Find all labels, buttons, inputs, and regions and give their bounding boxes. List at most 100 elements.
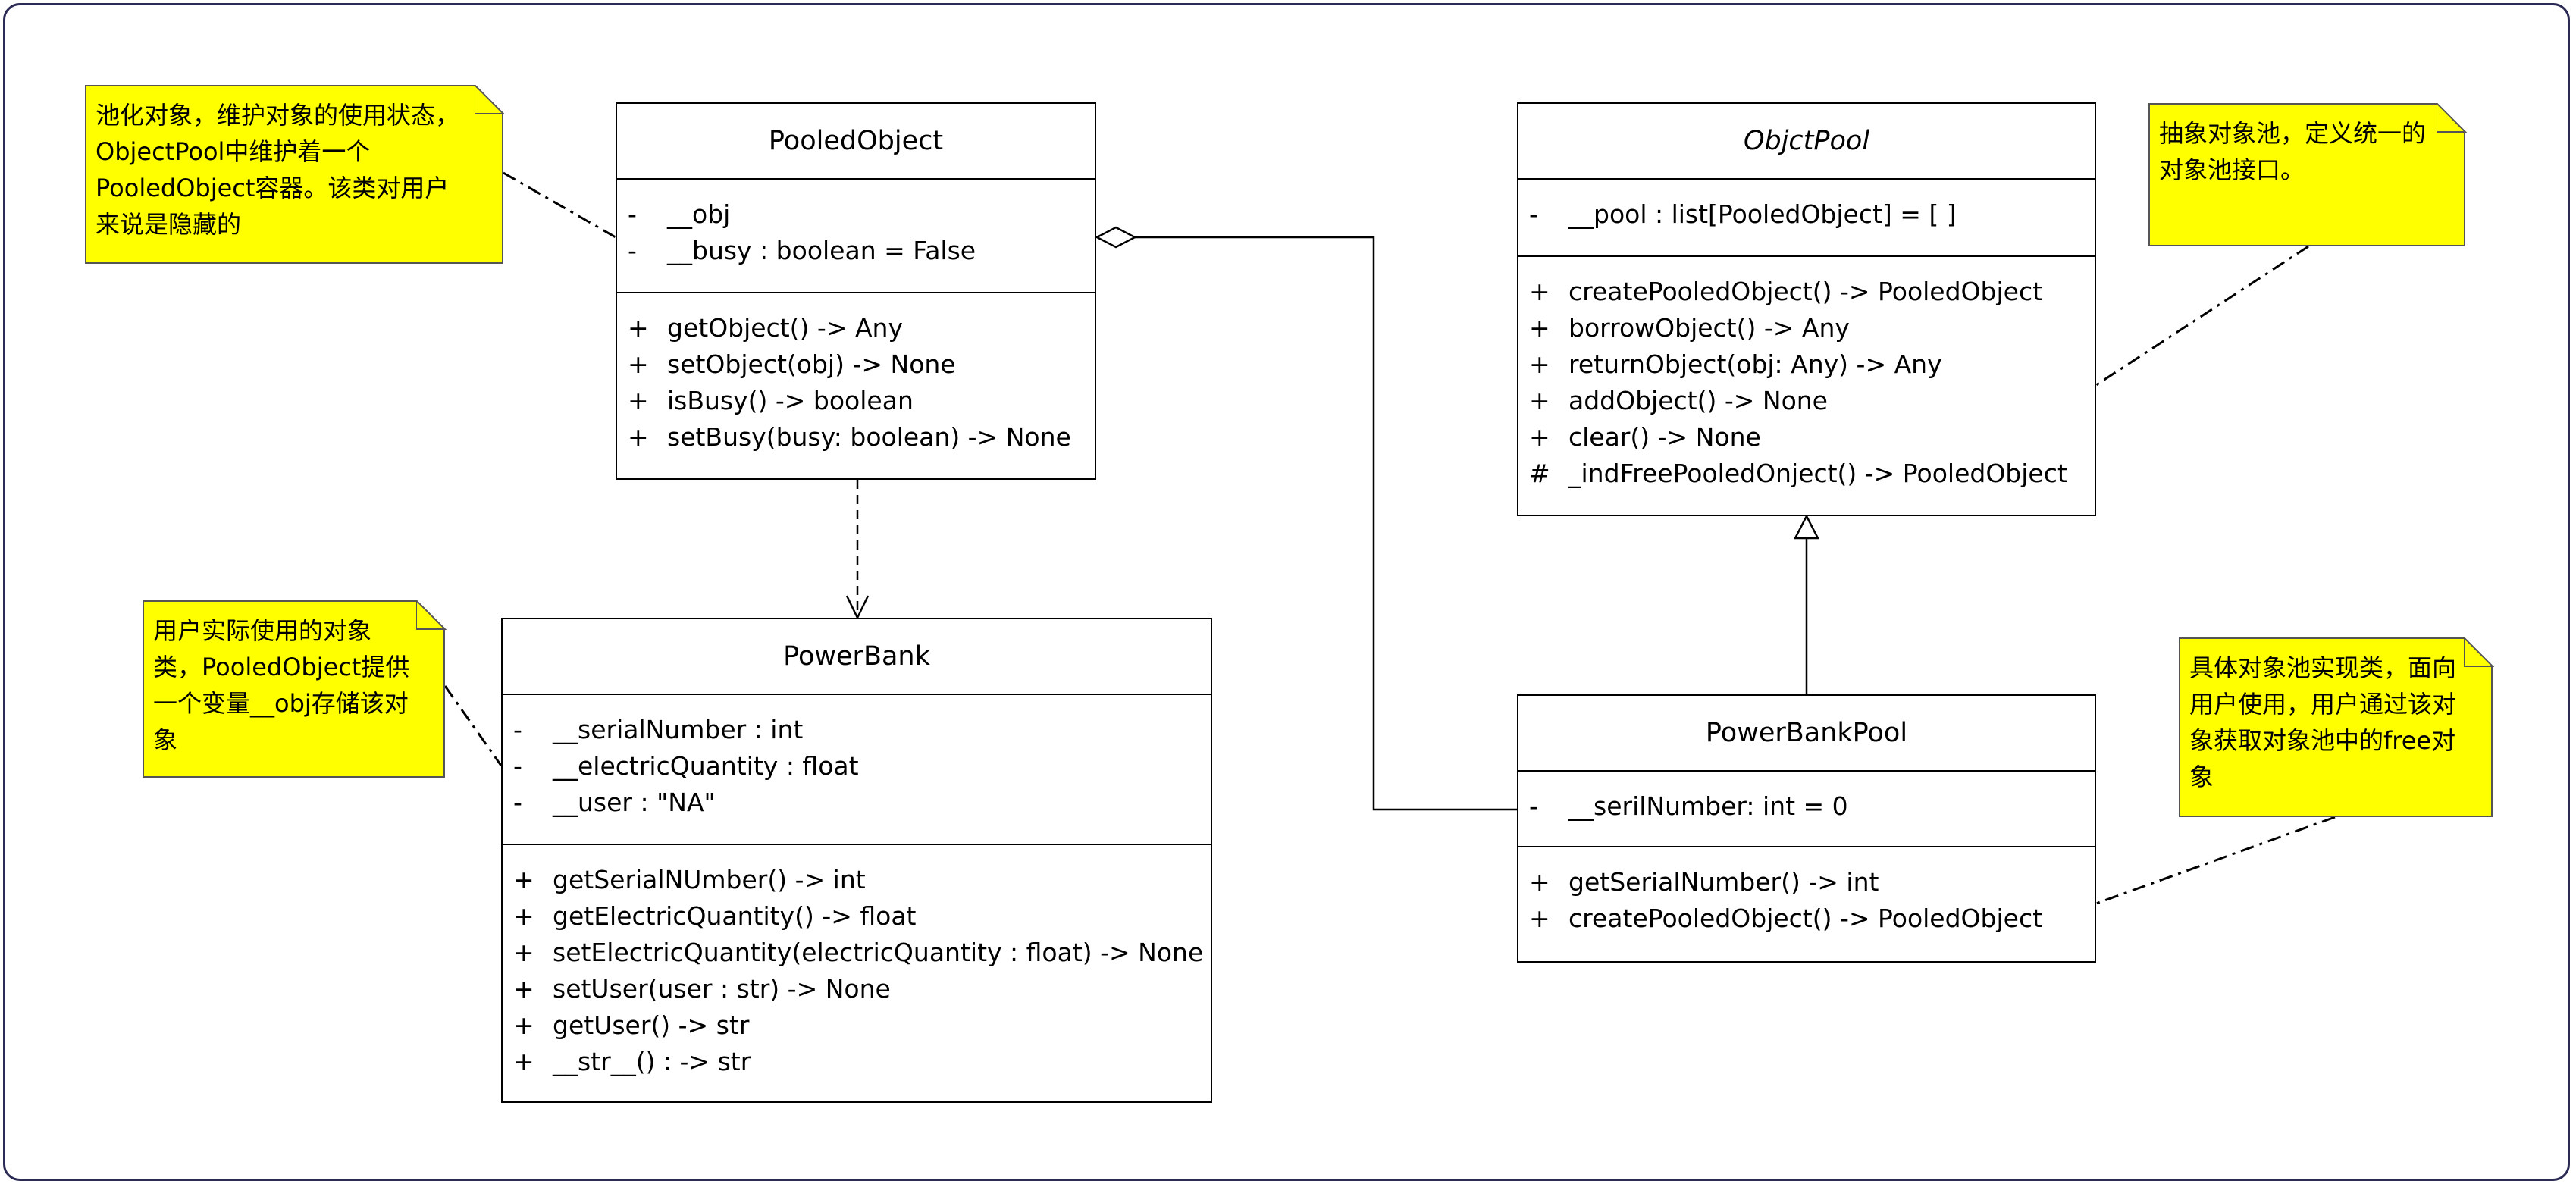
attributes-section: -__serialNumber : int-__electricQuantity… [503, 695, 1211, 845]
member-text: _indFreePooledOnject() -> PooledObject [1568, 459, 2067, 488]
note-line: 抽象对象池，定义统一的 [2159, 119, 2427, 148]
member-row: -__serilNumber: int = 0 [1518, 788, 2095, 825]
note-line: 用户使用，用户通过该对 [2189, 690, 2457, 719]
class-objct-pool[interactable]: ObjctPool -__pool : list[PooledObject] =… [1517, 102, 2096, 516]
member-text: createPooledObject() -> PooledObject [1568, 277, 2043, 306]
note-anchor-objct-pool [2095, 245, 2309, 387]
member-row: + setUser(user : str) -> None [503, 971, 1211, 1007]
visibility-marker: - [1529, 199, 1538, 229]
note-line: 象获取对象池中的free对 [2189, 726, 2456, 755]
member-row: - __serialNumber : int [503, 712, 1211, 748]
member-text: getSerialNumber() -> int [1568, 867, 1879, 897]
visibility-marker: - [513, 788, 522, 817]
member-text: addObject() -> None [1568, 386, 1828, 415]
member-row: + setBusy(busy: boolean) -> None [617, 419, 1095, 456]
visibility-marker: + [1529, 422, 1550, 452]
attributes-section: -__obj-__busy : boolean = False [617, 180, 1095, 293]
aggregation-line [1135, 236, 1517, 811]
visibility-marker: + [628, 349, 649, 379]
member-row: -__obj [617, 196, 1095, 233]
visibility-marker: - [513, 715, 522, 744]
member-text: setUser(user : str) -> None [553, 974, 891, 1004]
member-row: - __busy : boolean = False [617, 233, 1095, 269]
note-fold-icon [2464, 637, 2494, 667]
note-fold-icon [416, 600, 447, 630]
visibility-marker: + [628, 386, 649, 415]
member-text: getUser() -> str [553, 1010, 750, 1040]
visibility-marker: + [1529, 386, 1550, 415]
member-text: clear() -> None [1568, 422, 1761, 452]
member-row: -__pool : list[PooledObject] = [ ] [1518, 196, 2095, 233]
member-text: __electricQuantity : float [553, 751, 859, 781]
visibility-marker: - [628, 236, 637, 265]
class-name: ObjctPool [1518, 104, 2095, 180]
member-text: getObject() -> Any [667, 313, 903, 343]
member-row: + createPooledObject() -> PooledObject [1518, 900, 2095, 937]
note-fold-icon [2437, 103, 2467, 133]
member-text: getElectricQuantity() -> float [553, 901, 917, 931]
aggregation-diamond [1095, 226, 1137, 249]
member-row: + clear() -> None [1518, 419, 2095, 456]
member-row: + isBusy() -> boolean [617, 383, 1095, 419]
note-line: 来说是隐藏的 [96, 210, 242, 239]
member-row: + getSerialNumber() -> int [1518, 864, 2095, 900]
member-row: + getUser() -> str [503, 1007, 1211, 1044]
note-anchor-power-bank [443, 685, 503, 766]
member-row: + borrowObject() -> Any [1518, 310, 2095, 346]
member-text: __busy : boolean = False [667, 236, 976, 265]
visibility-marker: - [628, 199, 637, 229]
member-row: +__str__() : -> str [503, 1044, 1211, 1080]
member-text: createPooledObject() -> PooledObject [1568, 904, 2043, 933]
member-row: +getElectricQuantity() -> float [503, 898, 1211, 935]
member-text: __serialNumber : int [553, 715, 804, 744]
visibility-marker: + [513, 865, 534, 894]
member-text: borrowObject() -> Any [1568, 313, 1850, 343]
visibility-marker: + [628, 313, 649, 343]
member-text: isBusy() -> boolean [667, 386, 914, 415]
member-text: __pool : list[PooledObject] = [ ] [1568, 199, 1957, 229]
member-row: +setElectricQuantity(electricQuantity : … [503, 935, 1211, 971]
note-fold-icon [475, 85, 505, 114]
note-power-bank-pool[interactable]: 具体对象池实现类，面向用户使用，用户通过该对象获取对象池中的free对象 [2179, 637, 2493, 817]
visibility-marker: + [628, 422, 649, 452]
visibility-marker: + [513, 1010, 534, 1040]
class-power-bank[interactable]: PowerBank -__serialNumber : int-__electr… [501, 618, 1212, 1103]
attributes-section: -__pool : list[PooledObject] = [ ] [1518, 180, 2095, 257]
note-line: 对象池接口。 [2159, 155, 2305, 184]
note-line: ObjectPool中维护着一个 [96, 137, 371, 166]
note-line: 象 [153, 725, 178, 754]
class-power-bank-pool[interactable]: PowerBankPool -__serilNumber: int = 0 +g… [1517, 694, 2096, 963]
member-row: # _indFreePooledOnject() -> PooledObject [1518, 456, 2095, 492]
note-anchor-pooled-object [503, 171, 616, 239]
member-text: setBusy(busy: boolean) -> None [667, 422, 1071, 452]
visibility-marker: + [1529, 867, 1550, 897]
member-text: __obj [667, 199, 731, 229]
member-text: __str__() : -> str [553, 1047, 751, 1076]
methods-section: +getSerialNUmber() -> int+getElectricQua… [503, 845, 1211, 1103]
member-row: +setObject(obj) -> None [617, 346, 1095, 383]
member-row: -__electricQuantity : float [503, 748, 1211, 785]
visibility-marker: # [1529, 459, 1550, 488]
member-row: +getSerialNUmber() -> int [503, 862, 1211, 898]
member-text: returnObject(obj: Any) -> Any [1568, 349, 1942, 379]
visibility-marker: + [1529, 313, 1550, 343]
visibility-marker: + [1529, 904, 1550, 933]
visibility-marker: + [513, 974, 534, 1004]
note-objct-pool[interactable]: 抽象对象池，定义统一的对象池接口。 [2148, 103, 2465, 246]
methods-section: +createPooledObject() -> PooledObject+bo… [1518, 257, 2095, 516]
diagram-frame [3, 3, 2570, 1181]
member-row: +createPooledObject() -> PooledObject [1518, 274, 2095, 310]
class-name: PooledObject [617, 104, 1095, 180]
member-text: setElectricQuantity(electricQuantity : f… [553, 938, 1204, 967]
note-line: 用户实际使用的对象 [153, 616, 372, 645]
member-text: __user : "NA" [553, 788, 716, 817]
attributes-section: -__serilNumber: int = 0 [1518, 772, 2095, 847]
member-row: + getObject() -> Any [617, 310, 1095, 346]
member-row: +returnObject(obj: Any) -> Any [1518, 346, 2095, 383]
note-line: 一个变量__obj存储该对 [153, 689, 409, 718]
note-power-bank[interactable]: 用户实际使用的对象类，PooledObject提供一个变量__obj存储该对象 [143, 600, 445, 778]
class-pooled-object[interactable]: PooledObject -__obj-__busy : boolean = F… [616, 102, 1096, 480]
class-name: PowerBank [503, 619, 1211, 695]
